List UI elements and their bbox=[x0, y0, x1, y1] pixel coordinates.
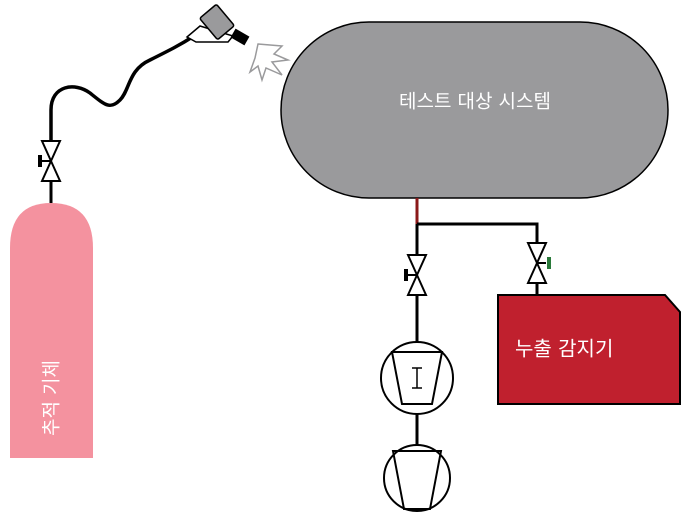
backing-pump bbox=[383, 444, 451, 512]
vessel-body bbox=[280, 21, 669, 199]
detector-valve[interactable] bbox=[526, 242, 551, 284]
pump-valve[interactable] bbox=[404, 254, 428, 296]
gas-valve[interactable] bbox=[38, 140, 62, 182]
gas-spray bbox=[248, 43, 291, 83]
spray-gun-icon bbox=[185, 25, 235, 43]
spray-hose bbox=[49, 34, 195, 141]
tracer-gas-label: 추적 기체 bbox=[41, 360, 63, 436]
test-system-vessel: 테스트 대상 시스템 bbox=[280, 21, 669, 199]
tracer-gas-cylinder: 추적 기체 bbox=[10, 203, 93, 458]
leak-detector-body bbox=[497, 294, 681, 405]
gas-spray-icon bbox=[248, 43, 291, 83]
cylinder-body bbox=[10, 203, 93, 458]
system-label: 테스트 대상 시스템 bbox=[399, 91, 551, 113]
turbo-pump-arrow bbox=[412, 367, 422, 389]
backing-pump-trapezoid bbox=[391, 450, 443, 510]
spray-gun-handle bbox=[199, 4, 235, 40]
turbo-pump bbox=[380, 341, 454, 415]
spray-gun[interactable] bbox=[185, 4, 250, 46]
turbo-pump-trapezoid bbox=[390, 351, 444, 405]
detector-branch-pipe bbox=[417, 222, 539, 243]
leak-detector-label: 누출 감지기 bbox=[515, 337, 613, 361]
leak-detector: 누출 감지기 bbox=[497, 294, 681, 405]
spray-gun-nozzle bbox=[230, 28, 250, 46]
